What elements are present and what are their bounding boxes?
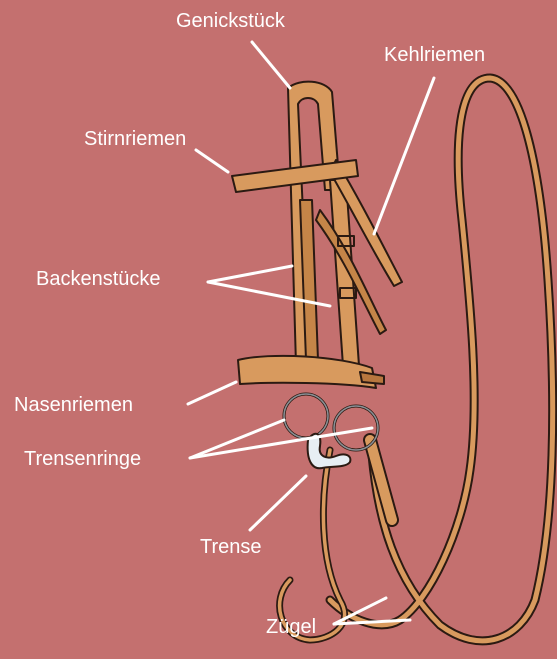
- leader-backenstuecke-1: [208, 266, 292, 282]
- reins-inner-fill: [280, 450, 345, 640]
- reins-outer: [330, 78, 553, 641]
- label-stirnriemen: Stirnriemen: [84, 128, 186, 150]
- label-zuegel: Zügel: [266, 616, 316, 638]
- leader-trense: [250, 476, 306, 530]
- leader-trensenringe-1: [190, 420, 284, 458]
- noseband-strap: [360, 372, 384, 384]
- leader-kehlriemen: [374, 78, 434, 234]
- label-nasenriemen: Nasenriemen: [14, 394, 133, 416]
- label-kehlriemen: Kehlriemen: [384, 44, 485, 66]
- bit-ring-left-inner: [284, 394, 328, 438]
- bit: [284, 394, 378, 468]
- leader-nasenriemen: [188, 382, 236, 404]
- label-backenstuecke: Backenstücke: [36, 268, 161, 290]
- label-trense: Trense: [200, 536, 262, 558]
- reins-inner: [280, 450, 345, 640]
- label-trensenringe: Trensenringe: [24, 448, 141, 470]
- label-genickstueck: Genickstück: [176, 10, 285, 32]
- leader-genickstueck: [252, 42, 290, 88]
- leader-stirnriemen: [196, 150, 228, 172]
- headstall: [232, 82, 402, 388]
